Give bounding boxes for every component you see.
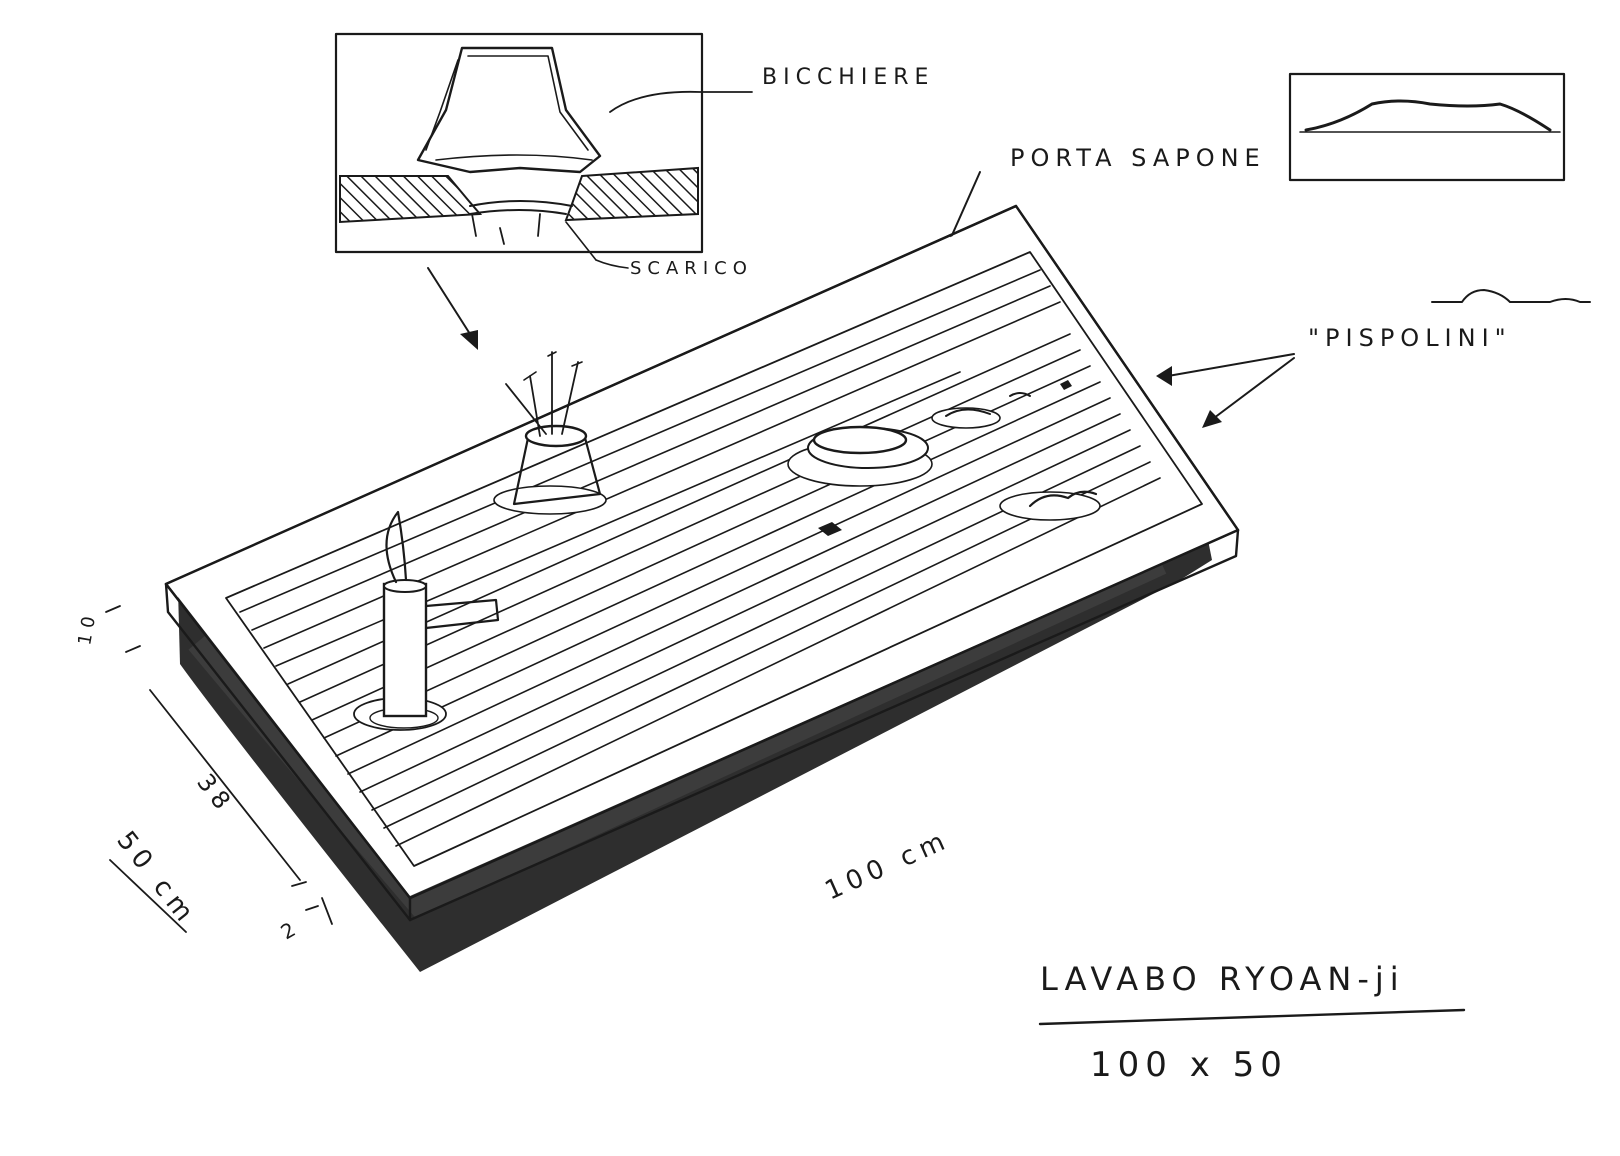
pispolini-profile-inset [1288,72,1566,182]
label-pispolini: "PISPOLINI" [1308,324,1512,352]
dim-rim-bottom: 2 [277,914,305,944]
arrow-inset-to-glass [427,267,478,350]
glass-section-inset [334,32,753,269]
arrows-pispolini [1156,353,1295,428]
label-scarico: SCARICO [630,258,753,279]
pispolini-side-profile [1431,289,1591,303]
title-lavabo: LAVABO RYOAN-ji [1040,960,1405,998]
cup-icon [493,351,607,515]
soap-dish-icon [787,425,933,487]
dim-length-100cm: 100 cm [821,825,955,907]
dim-rim-top: 10 [74,609,101,647]
dim-inner-38: 38 [191,768,239,819]
title-size: 100 x 50 [1090,1045,1288,1085]
title-underline [1038,1008,1466,1026]
faucet-icon [353,510,500,731]
label-bicchiere: BICCHIERE [762,65,934,90]
washbasin-slab [164,204,1240,972]
dim-depth-50cm: 50 cm [110,826,202,932]
dimension-lines [105,605,333,933]
pebble-icons [818,380,1101,536]
label-porta-sapone: PORTA SAPONE [1010,144,1266,172]
